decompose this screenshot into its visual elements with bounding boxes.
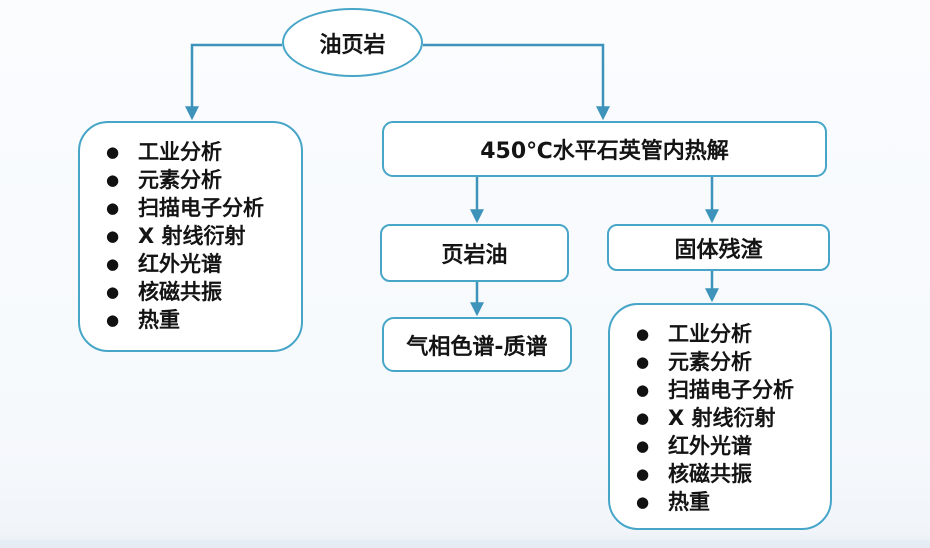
analysis-list-item: 核磁共振 (614, 460, 794, 488)
background-bottom-strip (0, 540, 930, 548)
analysis-list-item: X 射线衍射 (614, 404, 794, 432)
analysis-list-item: 工业分析 (84, 138, 264, 166)
analysis-list-item: 工业分析 (614, 320, 794, 348)
connector-oilshale-to-left-analyses (185, 43, 282, 121)
node-gc-ms-label: 气相色谱-质谱 (406, 334, 548, 360)
node-oil-shale-analyses: 工业分析元素分析扫描电子分析X 射线衍射红外光谱核磁共振热重 (78, 121, 303, 352)
analysis-list-item: 热重 (84, 306, 264, 334)
node-gc-ms: 气相色谱-质谱 (382, 317, 572, 372)
node-pyrolysis-label: 450℃水平石英管内热解 (480, 139, 729, 164)
analysis-list-item: 元素分析 (84, 166, 264, 194)
analysis-list-item: 扫描电子分析 (614, 376, 794, 404)
connector-oilshale-to-pyrolysis (423, 43, 610, 121)
node-shale-oil-label: 页岩油 (441, 243, 508, 268)
node-solid-residue: 固体残渣 (607, 224, 830, 271)
node-residue-analyses: 工业分析元素分析扫描电子分析X 射线衍射红外光谱核磁共振热重 (608, 303, 832, 530)
analysis-list-item: 红外光谱 (614, 432, 794, 460)
node-pyrolysis: 450℃水平石英管内热解 (382, 121, 827, 177)
node-oil-shale-label: 油页岩 (319, 32, 386, 58)
analysis-list-item: X 射线衍射 (84, 222, 264, 250)
node-solid-residue-label: 固体残渣 (674, 237, 763, 263)
residue-analysis-list: 工业分析元素分析扫描电子分析X 射线衍射红外光谱核磁共振热重 (610, 305, 794, 516)
oil-shale-analysis-list: 工业分析元素分析扫描电子分析X 射线衍射红外光谱核磁共振热重 (80, 123, 264, 334)
analysis-list-item: 红外光谱 (84, 250, 264, 278)
node-shale-oil: 页岩油 (380, 224, 569, 282)
analysis-list-item: 核磁共振 (84, 278, 264, 306)
node-oil-shale: 油页岩 (282, 8, 423, 77)
analysis-list-item: 元素分析 (614, 348, 794, 376)
analysis-list-item: 扫描电子分析 (84, 194, 264, 222)
analysis-list-item: 热重 (614, 488, 794, 516)
